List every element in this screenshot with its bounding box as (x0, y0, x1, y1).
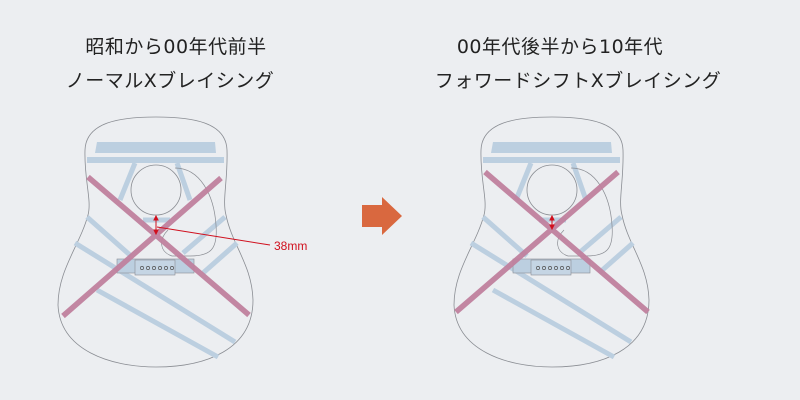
left-measurement-marker (153, 214, 271, 246)
right-measurement-marker (549, 214, 555, 231)
measurement-label: 38mm (274, 239, 307, 253)
left-title-line1: 昭和から00年代前半 (85, 36, 267, 58)
right-title-line1: 00年代後半から10年代 (456, 36, 664, 58)
left-x-brace (61, 174, 251, 319)
right-title-line2: フォワードシフトXブレイシング (434, 70, 722, 92)
left-title-line2: ノーマルXブレイシング (65, 70, 275, 92)
right-guitar-top (454, 117, 649, 367)
arrow-right-icon (362, 197, 402, 235)
left-guitar-top: 38mm (58, 117, 307, 367)
right-x-brace (454, 169, 650, 315)
